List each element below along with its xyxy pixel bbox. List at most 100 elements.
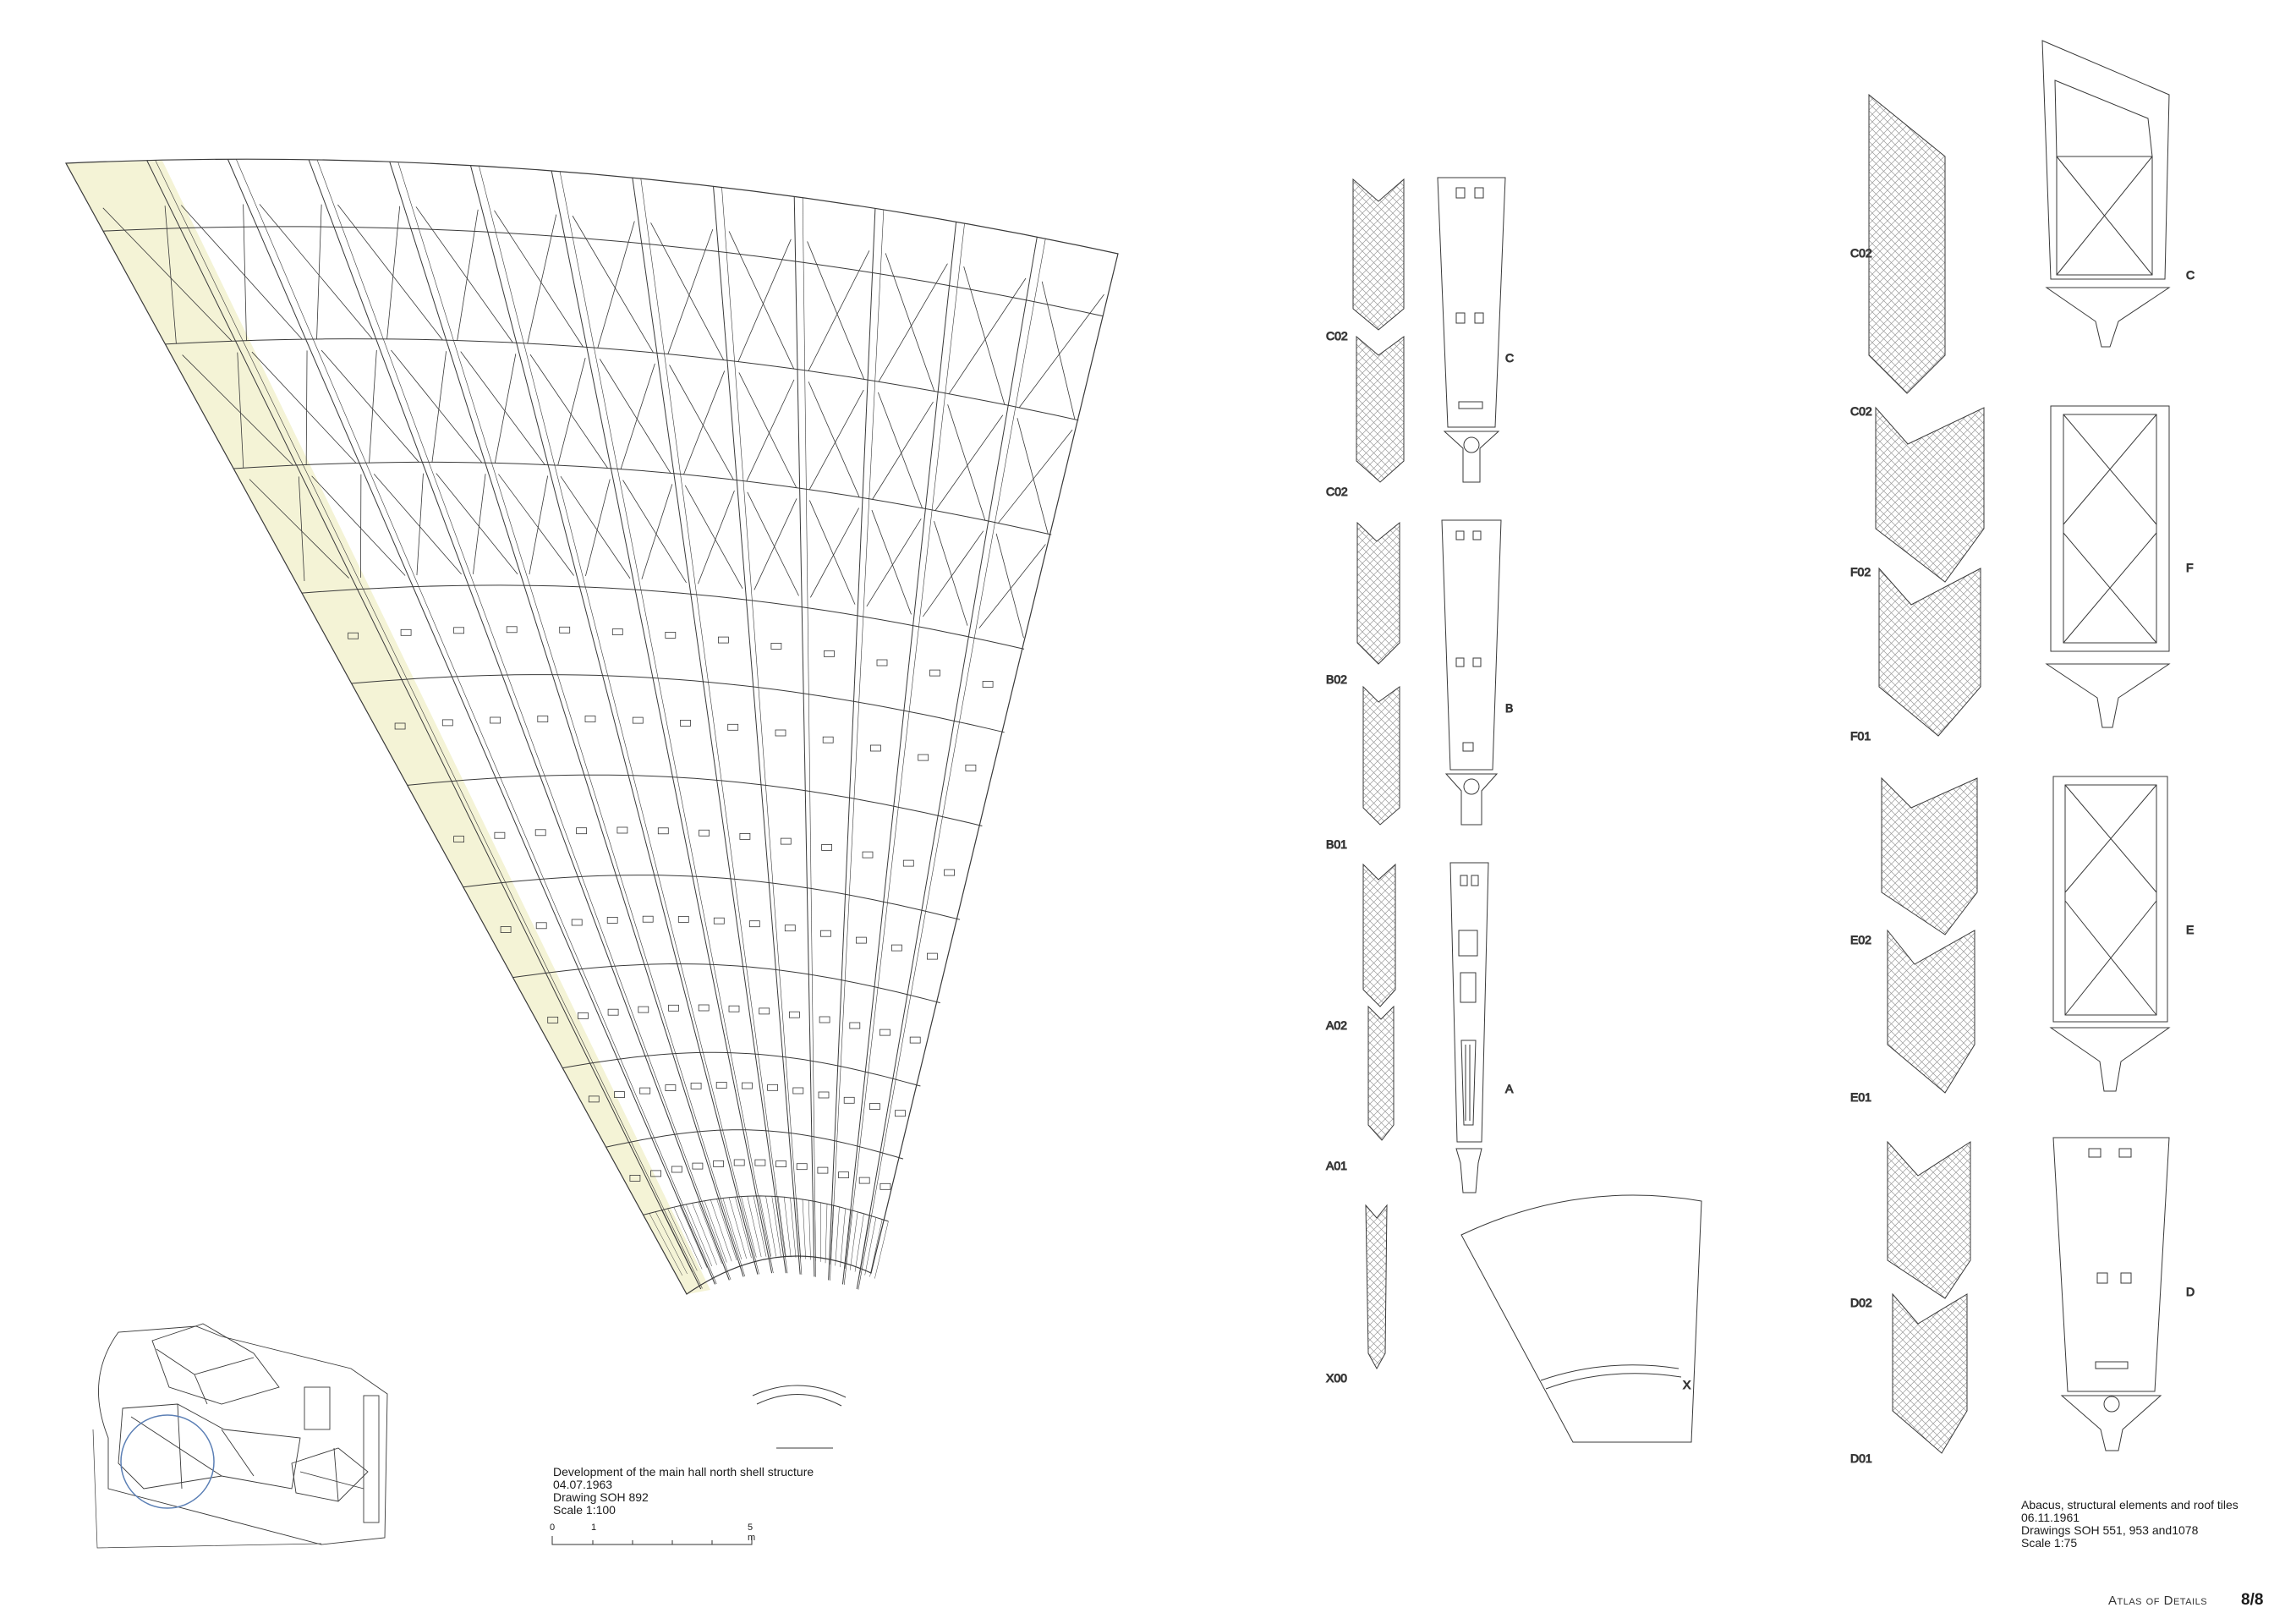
fan-ribs <box>146 159 1046 1290</box>
sector-x <box>1460 1194 1702 1443</box>
fan-x-brace <box>738 372 797 488</box>
fan-anchor-block <box>895 1110 906 1117</box>
fan-rib-edge <box>236 159 717 1284</box>
fan-anchor-blocks <box>348 626 994 1279</box>
label-a01: A01 <box>1326 1159 1347 1172</box>
fan-x-brace <box>669 365 734 480</box>
fan-apex-segment <box>661 1210 693 1273</box>
tile-c02-large <box>1868 93 1946 394</box>
fan-anchor-block <box>849 1022 861 1029</box>
fan-anchor-block <box>818 1091 830 1099</box>
fan-anchor-block <box>858 1177 870 1184</box>
elements-caption-drawing: Drawings SOH 551, 953 and1078 <box>2021 1523 2199 1537</box>
fan-anchor-block <box>665 1084 677 1091</box>
fan-apex-segment <box>741 1196 757 1258</box>
fan-apex-segment <box>698 1201 722 1264</box>
fan-rib-edge <box>830 209 885 1281</box>
scale-tick-1: 1 <box>591 1522 597 1533</box>
label-x: X <box>1683 1378 1691 1391</box>
tile-b02 <box>1356 521 1400 665</box>
fan-rib <box>632 178 786 1274</box>
abacus-c <box>1437 177 1506 483</box>
frame-c <box>2041 40 2171 348</box>
label-b02: B02 <box>1326 672 1347 686</box>
fan-anchor-block <box>796 1163 808 1171</box>
label-c02-bottom: C02 <box>1326 485 1348 498</box>
frame-f <box>2045 405 2171 728</box>
fan-rib-edge <box>155 160 703 1289</box>
label-f01: F01 <box>1850 729 1871 743</box>
fan-anchor-block <box>775 729 786 737</box>
fan-anchor-block <box>671 1166 682 1173</box>
scale-bar-line <box>551 1536 753 1545</box>
fan-apex-segment <box>735 1197 752 1259</box>
fan-apex-segment <box>753 1195 767 1257</box>
fan-apex-segment <box>765 1196 776 1257</box>
fan-anchor-block <box>775 1160 786 1167</box>
fan-anchor-block <box>770 643 782 650</box>
fan-anchor-block <box>767 1084 778 1091</box>
middle-element-column: C02 C02 C B02 B01 B A02 A01 A X00 X <box>1326 177 1702 1443</box>
fan-apex-segment <box>845 1210 852 1269</box>
fan-anchor-block <box>982 681 994 688</box>
fan-x-brace <box>102 206 233 344</box>
fan-anchor-block <box>792 1087 804 1095</box>
label-a02: A02 <box>1326 1018 1347 1032</box>
fan-arc <box>165 338 1079 421</box>
fan-anchor-block <box>453 836 464 842</box>
fan-anchor-block <box>879 1029 890 1036</box>
tile-d01 <box>1892 1292 1968 1454</box>
fan-x-brace <box>572 215 654 354</box>
fan-anchor-block <box>789 1011 800 1018</box>
main-caption: Development of the main hall north shell… <box>553 1466 814 1517</box>
fan-rib <box>551 170 773 1274</box>
label-c02-b: C02 <box>1850 404 1872 418</box>
fan-x-brace <box>181 204 303 341</box>
fan-apex-segment <box>722 1198 743 1260</box>
fan-apex-segment <box>679 1205 708 1268</box>
fan-anchor-block <box>494 831 506 839</box>
fan-x-brace <box>747 491 799 596</box>
fan-x-brace <box>978 533 1046 639</box>
fan-anchor-block <box>639 1087 651 1095</box>
fan-anchor-block <box>680 720 691 727</box>
fan-anchor-block <box>614 1091 625 1098</box>
fan-anchor-block <box>727 723 739 731</box>
tile-a02 <box>1362 863 1396 1007</box>
fan-anchor-block <box>784 924 796 932</box>
fan-apex-segment <box>784 1197 792 1258</box>
fan-rib <box>841 222 957 1285</box>
fan-apex-segment <box>790 1198 797 1258</box>
elements-caption-date: 06.11.1961 <box>2021 1511 2080 1524</box>
fan-x-brace <box>807 241 870 380</box>
fan-anchor-block <box>754 1159 766 1166</box>
fan-rib <box>793 196 815 1277</box>
fan-anchor-block <box>944 869 955 876</box>
fan-anchor-block <box>578 1012 589 1019</box>
fan-x-brace <box>337 204 443 341</box>
fan-x-brace <box>251 350 357 465</box>
label-d: D <box>2186 1285 2195 1298</box>
fan-anchor-block <box>616 826 628 834</box>
fan-rib <box>713 186 801 1275</box>
fan-x-brace <box>560 475 631 579</box>
fan-apex-segment <box>692 1203 717 1265</box>
tile-a01 <box>1367 1005 1395 1141</box>
fan-anchor-block <box>537 716 549 722</box>
label-c02-top: C02 <box>1326 329 1348 343</box>
fan-apex-segment <box>673 1207 703 1270</box>
fan-anchor-block <box>692 1162 704 1170</box>
fan-anchor-block <box>824 650 835 657</box>
fan-apex-segment <box>808 1200 811 1260</box>
locator-highlight-circle <box>120 1414 215 1509</box>
fan-anchor-block <box>571 919 583 926</box>
fan-arc <box>562 1051 921 1087</box>
fan-apex-segment <box>825 1204 828 1264</box>
tile-x00 <box>1365 1204 1388 1370</box>
fan-apex-segment <box>840 1208 846 1268</box>
fan-rib <box>389 162 744 1277</box>
fan-x-brace <box>808 381 864 498</box>
fan-x-brace <box>948 266 1027 405</box>
fan-anchor-block <box>690 1083 702 1089</box>
